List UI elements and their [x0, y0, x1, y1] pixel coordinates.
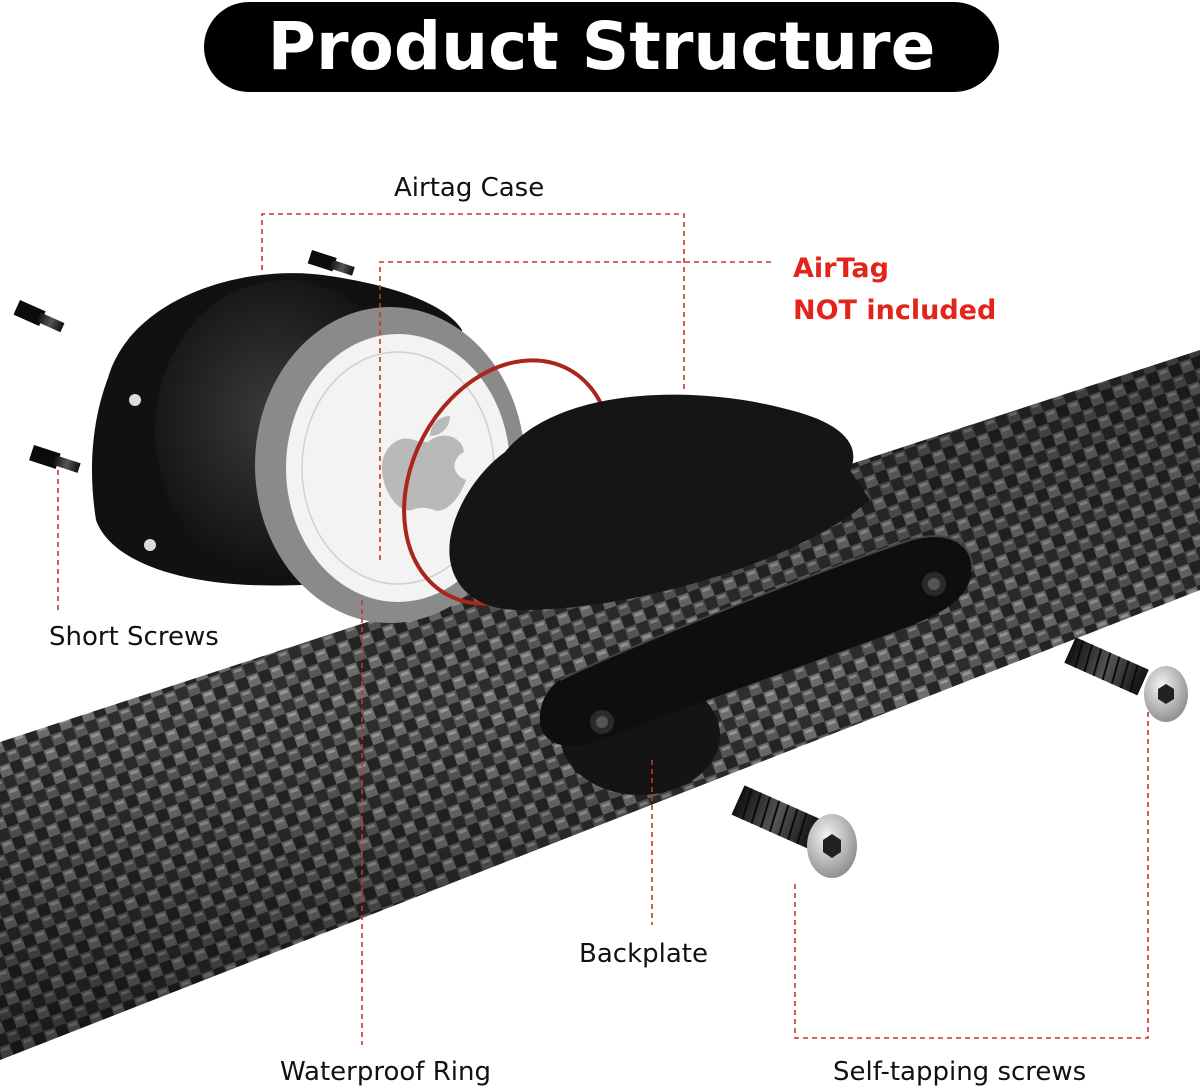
short-screw-2	[13, 300, 65, 333]
backplate-label: Backplate	[579, 939, 708, 969]
leader-lines	[57, 213, 1149, 1045]
short-screws-label: Short Screws	[49, 622, 219, 652]
short-screw-1	[307, 250, 355, 276]
hex-socket-icon	[1158, 684, 1174, 704]
title-banner: Product Structure	[204, 2, 999, 92]
page-title: Product Structure	[267, 8, 936, 85]
airtag-case-label: Airtag Case	[394, 173, 545, 203]
note-line-1: AirTag	[793, 253, 889, 284]
hex-socket-icon	[823, 834, 841, 858]
short-screw-3	[29, 445, 81, 473]
self-tapping-screw-2	[731, 785, 857, 878]
airtag-case-leader	[261, 213, 685, 390]
note-line-2: NOT included	[793, 294, 997, 326]
airtag-not-included-note: AirTag NOT included	[793, 248, 996, 332]
self-tapping-screws-leader	[794, 712, 1149, 1039]
apple-logo-icon	[382, 416, 466, 511]
airtag-note-leader	[379, 261, 775, 560]
waterproof-ring-label: Waterproof Ring	[280, 1057, 491, 1087]
self-tapping-screws-label: Self-tapping screws	[833, 1057, 1087, 1087]
self-tapping-screw-1	[1064, 637, 1188, 722]
backplate	[539, 535, 974, 747]
